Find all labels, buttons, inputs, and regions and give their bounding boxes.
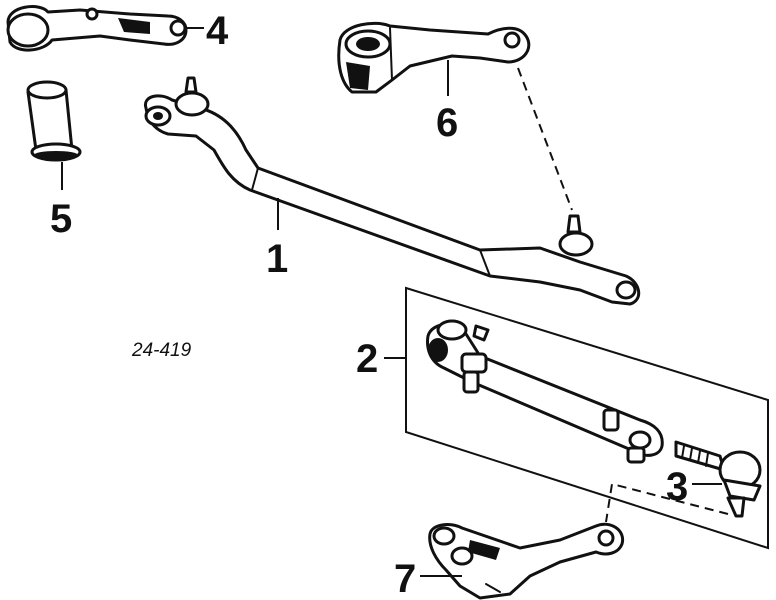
idler-arm-part-7 (428, 522, 625, 600)
dashed-connector-6-1 (517, 67, 573, 211)
tie-rod-assembly-box (405, 286, 769, 550)
pitman-arm-part-4 (6, 5, 188, 52)
tie-rod-part-2 (426, 319, 664, 464)
callout-5: 5 (50, 197, 72, 241)
callout-4: 4 (206, 9, 229, 53)
callout-7: 7 (394, 557, 416, 600)
callout-3: 3 (666, 465, 688, 509)
center-link-part-1 (143, 76, 641, 306)
callout-6: 6 (436, 101, 458, 145)
tie-rod-end-part-3 (674, 440, 762, 518)
callout-2: 2 (356, 337, 378, 381)
sleeve-part-5 (26, 80, 82, 162)
idler-arm-part-6 (337, 21, 531, 94)
leader-lines (61, 27, 722, 577)
reference-code: 24-419 (131, 340, 192, 361)
callout-1: 1 (266, 237, 288, 281)
